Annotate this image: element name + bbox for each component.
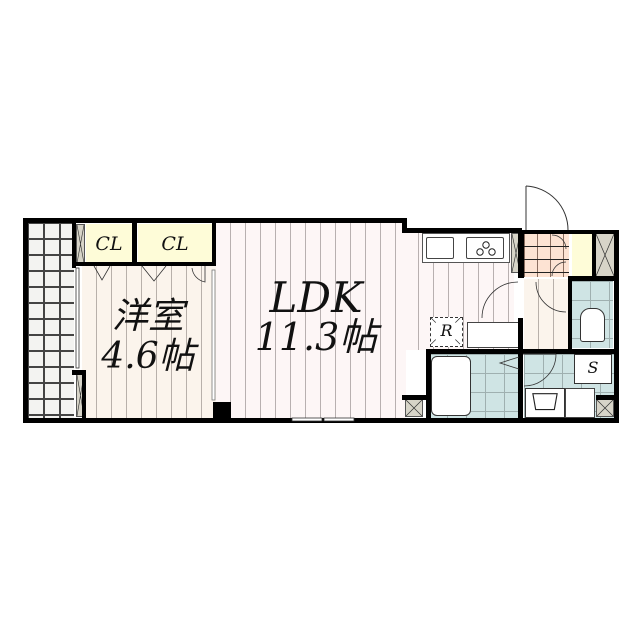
washing-machine-space xyxy=(565,388,595,418)
stove xyxy=(466,237,504,259)
bathtub xyxy=(431,356,471,416)
washbasin xyxy=(525,388,565,418)
closet-1-label: CL xyxy=(95,233,123,255)
ldk-name: LDK xyxy=(269,273,363,322)
pipe-space-x-icon xyxy=(77,225,84,263)
western-room-floor xyxy=(82,264,216,419)
shoe-storage: S xyxy=(574,354,612,384)
hallway-floor xyxy=(524,279,570,351)
wall xyxy=(402,228,522,233)
refrigerator-label: R xyxy=(440,321,453,340)
wall xyxy=(596,395,618,400)
pipe-space-ldk xyxy=(405,399,423,417)
washbasin-bowl-icon xyxy=(532,393,558,411)
pipe-space-x-icon xyxy=(406,400,422,416)
shoe-storage-label: S xyxy=(587,358,599,377)
wall xyxy=(72,262,214,266)
wall xyxy=(402,395,428,400)
refrigerator-space: R xyxy=(430,317,463,347)
wall xyxy=(518,318,523,420)
wall xyxy=(212,222,216,266)
toilet xyxy=(580,308,605,342)
wall xyxy=(614,230,619,423)
wall xyxy=(568,276,572,354)
refrigerator-corners-icon xyxy=(431,318,461,345)
entrance-tiles xyxy=(524,233,569,277)
closet-1: CL xyxy=(86,224,132,264)
wall xyxy=(23,218,28,423)
wall xyxy=(426,349,431,420)
shoe-cabinet xyxy=(572,233,592,277)
pipe-space-x-icon xyxy=(597,400,613,416)
pipe-space-x-icon xyxy=(596,234,614,276)
wall xyxy=(592,230,596,280)
stove-burners-icon xyxy=(476,241,496,256)
pipe-space-top-left xyxy=(76,224,85,264)
western-room-name: 洋室 xyxy=(111,296,184,337)
ldk-floor xyxy=(216,222,406,419)
western-room-size: 4.6帖 xyxy=(101,336,195,377)
wall xyxy=(72,370,86,375)
closet-2-label: CL xyxy=(161,233,189,255)
wall xyxy=(520,230,618,234)
wall xyxy=(402,218,407,231)
sink xyxy=(426,237,454,259)
wall xyxy=(132,222,137,266)
balcony xyxy=(27,222,74,418)
wall xyxy=(23,218,407,223)
wall xyxy=(82,370,86,420)
closet-2: CL xyxy=(138,224,212,264)
wall xyxy=(518,230,524,278)
wall xyxy=(213,402,231,420)
wall xyxy=(72,222,76,268)
ldk-size: 11.3帖 xyxy=(254,315,378,359)
